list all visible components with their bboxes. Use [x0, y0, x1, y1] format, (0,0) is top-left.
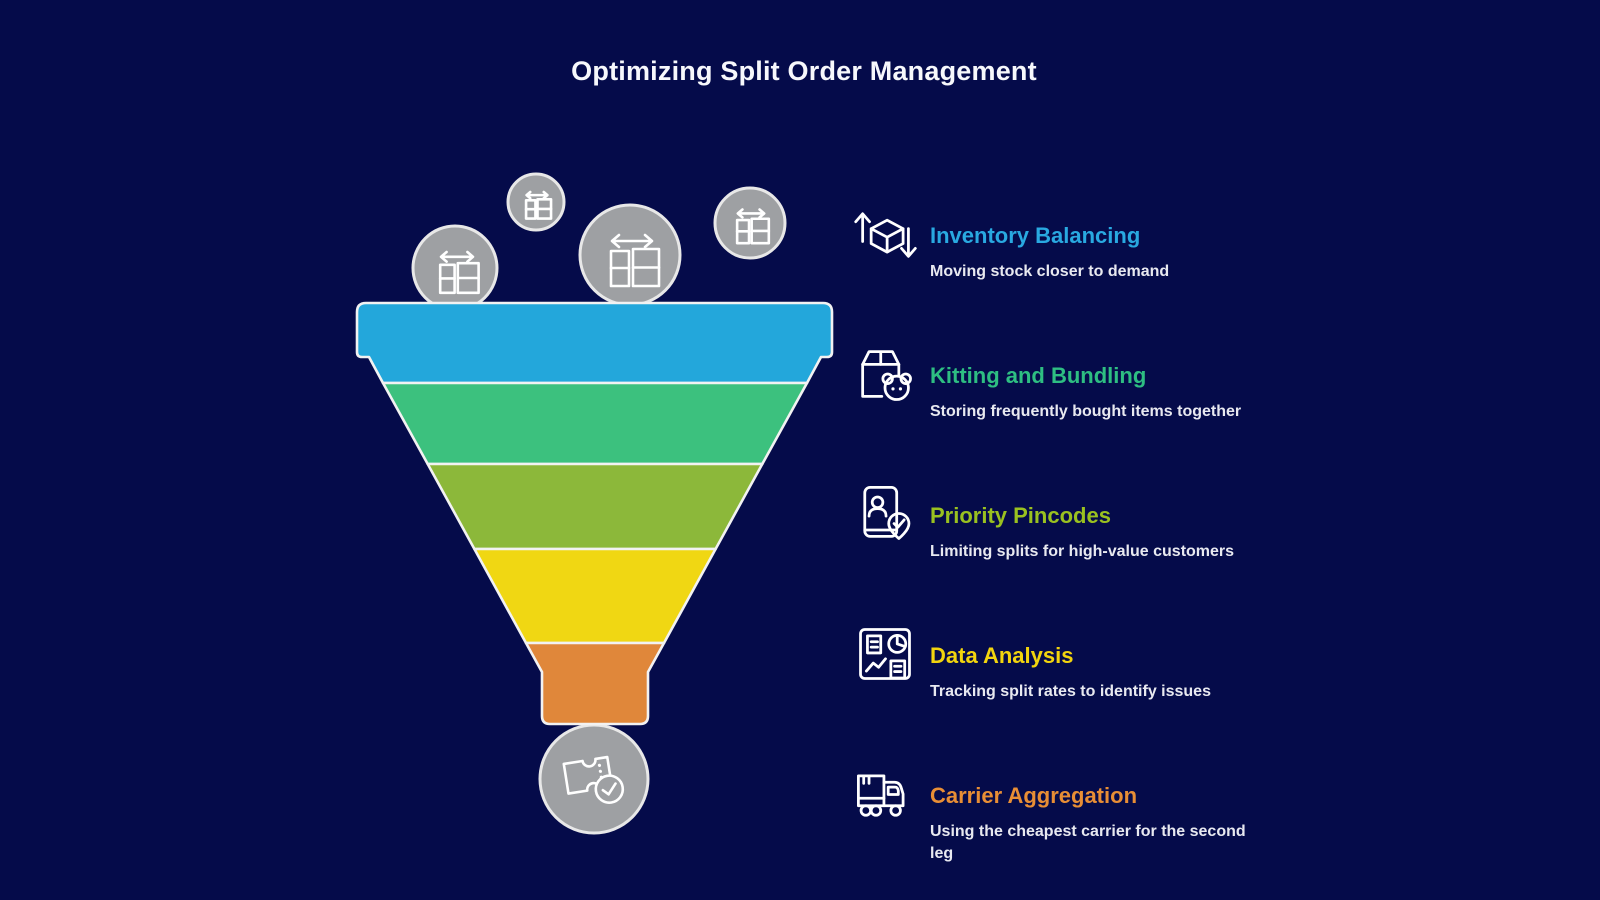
- item-title: Carrier Aggregation: [930, 783, 1138, 808]
- item-title: Priority Pincodes: [930, 503, 1111, 528]
- analytics-dashboard-icon: [852, 621, 918, 687]
- funnel-segment-priority-pincodes: [426, 462, 764, 551]
- funnel-segment-carrier-aggregation: [524, 641, 666, 726]
- funnel-segment-kitting-and-bundling: [381, 381, 809, 466]
- list-item-priority-pincodes: Priority Pincodes Limiting splits for hi…: [852, 486, 1272, 563]
- item-subtitle: Moving stock closer to demand: [930, 263, 1170, 280]
- list-item-data-analysis: Data Analysis Tracking split rates to id…: [852, 628, 1272, 703]
- bubble: [538, 723, 650, 835]
- id-card-pin-check-icon: [852, 481, 918, 547]
- page-title: Optimizing Split Order Management: [571, 56, 1037, 86]
- funnel-graphic: [300, 140, 900, 860]
- item-subtitle: Storing frequently bought items together: [930, 403, 1242, 420]
- legend-list: Inventory Balancing Moving stock closer …: [852, 0, 1272, 900]
- bottom-bubble: [538, 723, 650, 835]
- item-title: Kitting and Bundling: [930, 363, 1147, 388]
- funnel-segment-data-analysis: [473, 547, 717, 645]
- funnel-segment-inventory-balancing: [355, 301, 834, 385]
- list-item-kitting-and-bundling: Kitting and Bundling Storing frequently …: [852, 350, 1272, 423]
- inventory-cube-arrows-icon: [852, 201, 918, 267]
- item-subtitle: Using the cheapest carrier for the secon…: [930, 823, 1246, 862]
- item-title: Data Analysis: [930, 643, 1074, 668]
- item-title: Inventory Balancing: [930, 223, 1141, 248]
- ticket-check-icon: [562, 755, 625, 804]
- list-item-carrier-aggregation: Carrier Aggregation Using the cheapest c…: [852, 774, 1272, 864]
- item-subtitle: Limiting splits for high-value customers: [930, 543, 1235, 560]
- funnel-svg: [355, 172, 834, 835]
- truck-icon: [852, 761, 918, 827]
- box-teddy-icon: [852, 341, 918, 407]
- top-bubbles: [411, 172, 787, 312]
- item-subtitle: Tracking split rates to identify issues: [930, 683, 1211, 700]
- list-item-inventory-balancing: Inventory Balancing Moving stock closer …: [852, 212, 1272, 283]
